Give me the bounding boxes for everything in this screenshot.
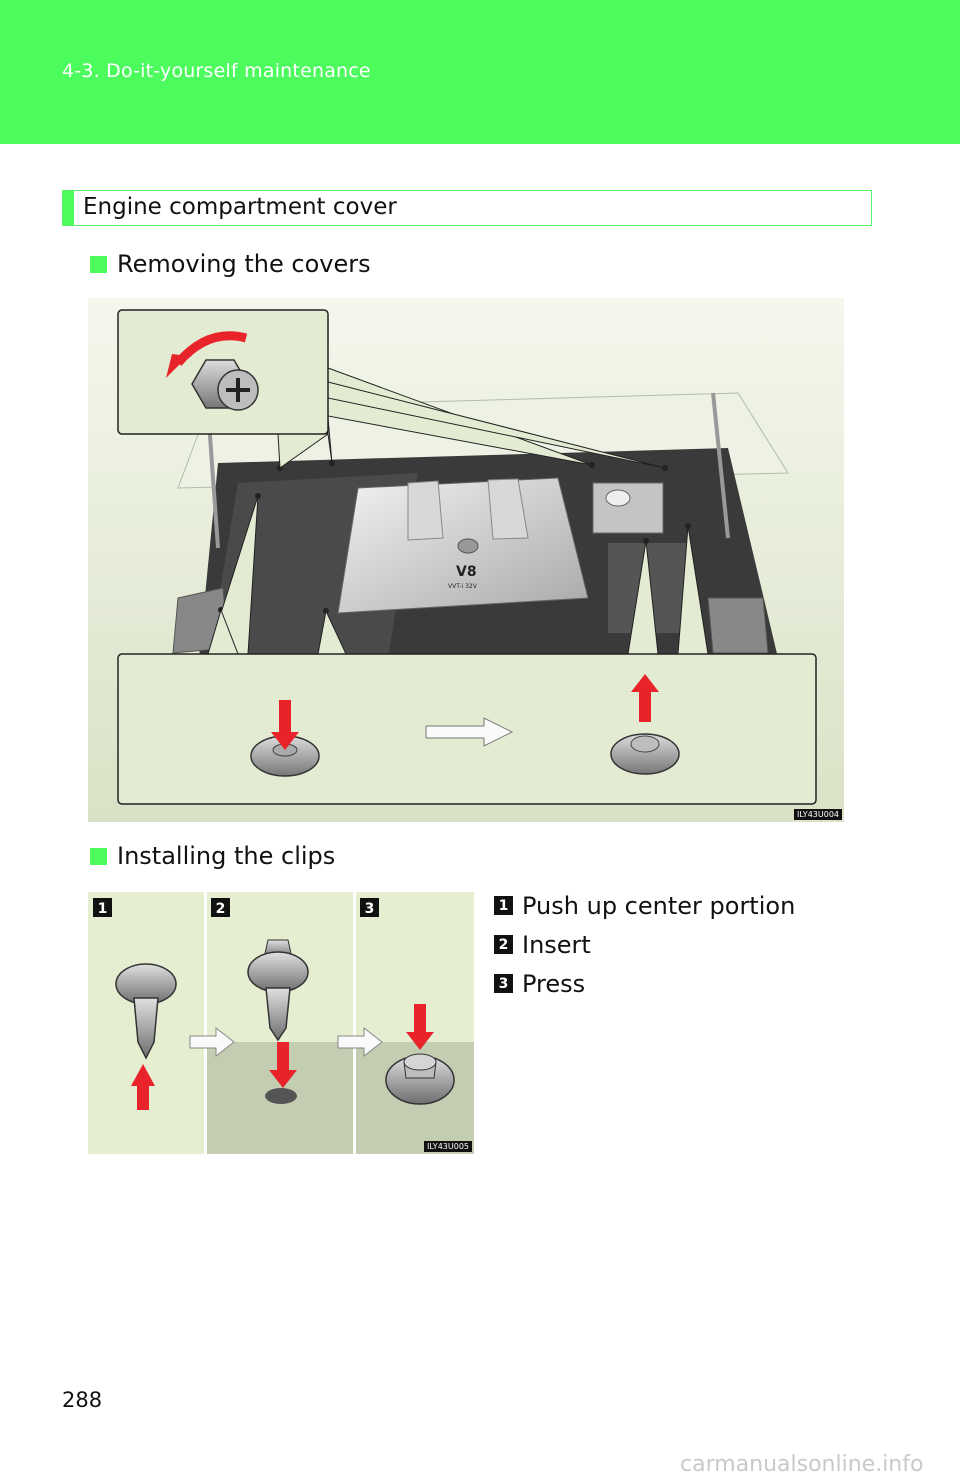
page-number: 288	[62, 1388, 103, 1412]
header-band	[0, 0, 960, 144]
removing-heading-text: Removing the covers	[117, 250, 371, 278]
figure-code-installing: ILY43U005	[424, 1141, 472, 1152]
installing-heading-text: Installing the clips	[117, 842, 336, 870]
section-title-bar: Engine compartment cover	[62, 190, 872, 226]
figure-code-removing: ILY43U004	[794, 809, 842, 820]
installing-heading: Installing the clips	[90, 842, 335, 870]
step-text: Push up center portion	[522, 891, 796, 920]
engine-v8-badge: V8	[456, 564, 477, 580]
install-step-1: 1 Push up center portion	[494, 886, 795, 925]
figure-step-tag-3: 3	[365, 901, 375, 917]
engine-compartment-illustration: V8 VVT-i 32V	[88, 298, 844, 822]
figure-step-tag-1: 1	[98, 901, 108, 917]
watermark[interactable]: carmanualsonline.info	[680, 1452, 924, 1477]
step-number-badge: 2	[494, 935, 513, 954]
clip-installation-illustration: 1 2 3	[88, 892, 474, 1154]
figure-step-tag-2: 2	[216, 901, 226, 917]
removing-heading: Removing the covers	[90, 250, 371, 278]
install-step-2: 2 Insert	[494, 925, 795, 964]
install-step-3: 3 Press	[494, 964, 795, 1003]
engine-compartment-figure: V8 VVT-i 32V	[88, 298, 844, 822]
clip-installation-figure: 1 2 3 ILY43U005	[88, 892, 474, 1154]
step-number-badge: 1	[494, 896, 513, 915]
header-section-title: 4-3. Do-it-yourself maintenance	[62, 60, 371, 82]
step-number-badge: 3	[494, 974, 513, 993]
engine-badge-sub: VVT-i 32V	[448, 583, 478, 590]
section-title-accent	[63, 191, 74, 225]
heading-square-icon	[90, 847, 107, 865]
step-text: Insert	[522, 930, 591, 959]
heading-square-icon	[90, 255, 107, 273]
step-text: Press	[522, 969, 586, 998]
section-title: Engine compartment cover	[83, 194, 397, 220]
install-steps-list: 1 Push up center portion 2 Insert 3 Pres…	[494, 886, 795, 1003]
